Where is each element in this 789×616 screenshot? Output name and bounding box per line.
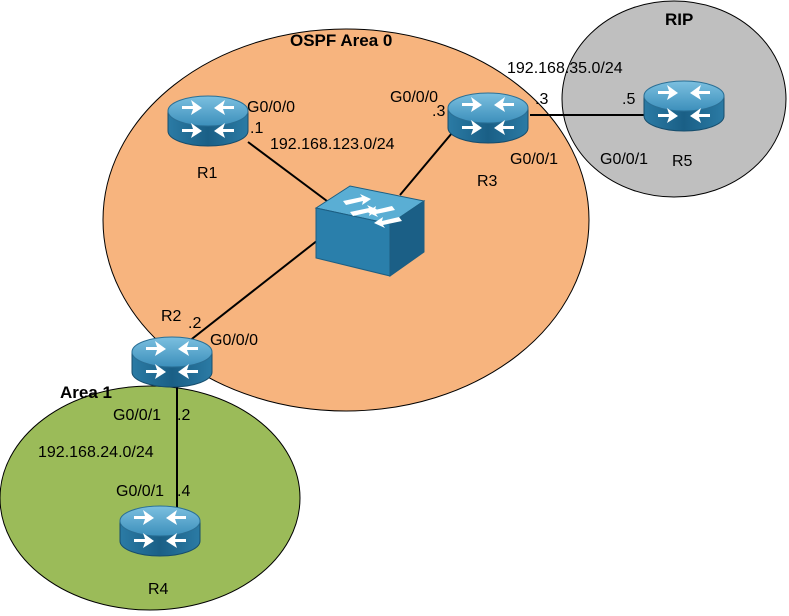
r5-ip-label: .5 <box>622 91 635 108</box>
r5-name: R5 <box>672 153 693 170</box>
router-r1[interactable] <box>167 95 249 147</box>
links <box>176 114 648 512</box>
r1-g000-label: G0/0/0 <box>247 99 295 116</box>
r3-g001-label: G0/0/1 <box>510 151 558 168</box>
router-r3[interactable] <box>447 92 529 144</box>
network-24-label: 192.168.24.0/24 <box>38 444 154 461</box>
network-35-label: 192.168.35.0/24 <box>507 60 623 77</box>
link-r3-switch <box>399 132 453 196</box>
r1-ip-label: .1 <box>250 120 263 137</box>
r1-name: R1 <box>197 165 218 182</box>
r2-g000-label: G0/0/0 <box>210 332 258 349</box>
r3-ip-rip-label: .3 <box>535 91 548 108</box>
r3-g000-label: G0/0/0 <box>390 89 438 106</box>
link-r1-switch <box>247 141 336 208</box>
rip-label: RIP <box>665 10 693 29</box>
r3-ip-lan-label: .3 <box>432 103 445 120</box>
switch-arrows-icon <box>343 194 402 228</box>
r4-g001-label: G0/0/1 <box>116 483 164 500</box>
r2-ip-area1-label: .2 <box>177 407 190 424</box>
r4-ip-label: .4 <box>177 483 190 500</box>
area1-label: Area 1 <box>60 383 112 402</box>
r4-name: R4 <box>148 581 169 598</box>
r3-name: R3 <box>477 173 498 190</box>
router-r5[interactable] <box>643 80 725 132</box>
link-r2-switch <box>187 239 319 343</box>
router-r4[interactable] <box>119 505 201 557</box>
r2-g001-label: G0/0/1 <box>113 407 161 424</box>
r5-g001-label: G0/0/1 <box>600 151 648 168</box>
router-r2[interactable] <box>131 336 213 388</box>
ospf-area0-label: OSPF Area 0 <box>290 31 392 50</box>
r2-ip-lan-label: .2 <box>188 315 201 332</box>
r2-name: R2 <box>161 308 182 325</box>
network-123-label: 192.168.123.0/24 <box>270 136 395 153</box>
area1-zone <box>0 385 301 611</box>
switch[interactable] <box>314 185 426 277</box>
